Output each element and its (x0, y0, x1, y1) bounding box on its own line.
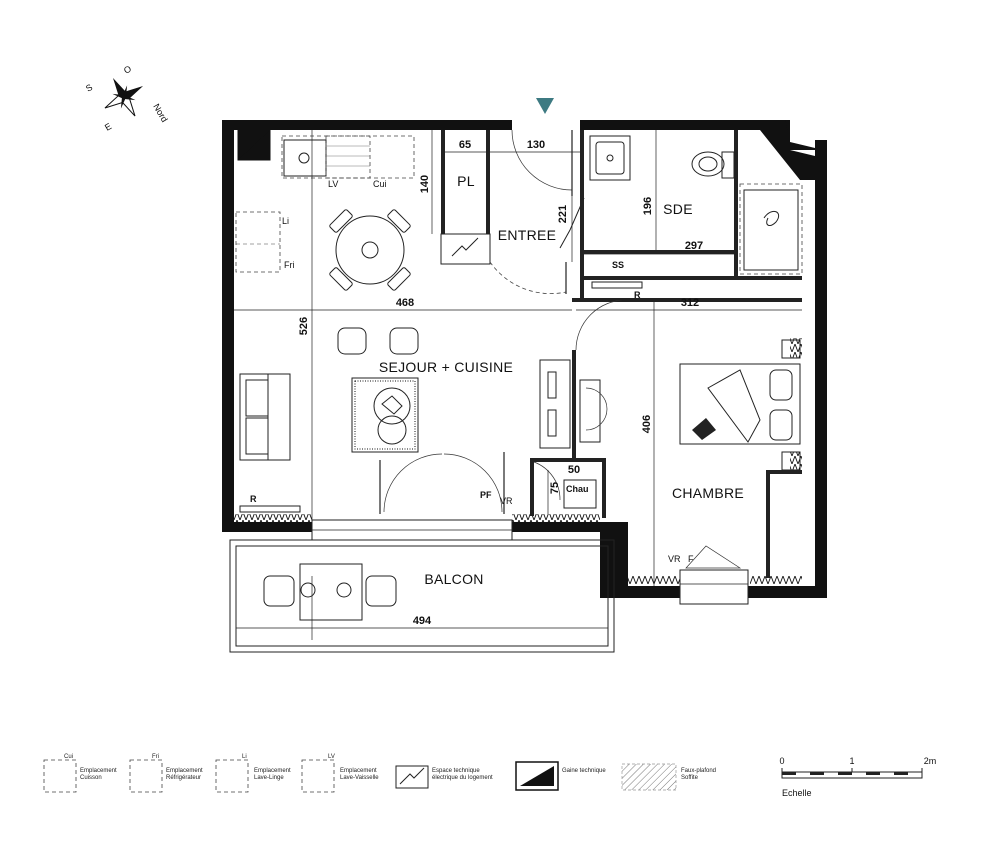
dim-494: 494 (413, 615, 432, 627)
dashed-box-icon (301, 759, 335, 793)
armchair-icon (389, 327, 419, 355)
legend-text: Emplacement (80, 768, 117, 774)
dim-406: 406 (641, 415, 653, 433)
room-pl: PL (457, 173, 475, 189)
legend-code-fri: Fri (152, 754, 159, 760)
windows (311, 519, 749, 605)
compass-o: O (122, 64, 133, 76)
label-f: F (688, 554, 694, 564)
scale-0: 0 (779, 756, 784, 766)
dim-312: 312 (681, 297, 699, 309)
dimension-lines (234, 130, 802, 640)
scale-1: 1 (849, 756, 854, 766)
label-r-living: R (250, 494, 257, 504)
scale-2m: 2m (924, 756, 937, 766)
legend-text: Emplacement (340, 768, 377, 774)
legend-code-li: Li (242, 754, 247, 760)
dashed-box-icon (129, 759, 163, 793)
dim-50: 50 (568, 464, 580, 476)
bathroom (589, 135, 803, 275)
legend-text: Espace technique (432, 768, 480, 774)
room-sde: SDE (663, 201, 693, 217)
wall-hatch (750, 576, 802, 584)
water-heater-icon (563, 479, 597, 509)
dashed-box-icon (215, 759, 249, 793)
rug-coffee-table (351, 377, 419, 453)
armchair-icon (337, 327, 367, 355)
radiator-icon (239, 505, 301, 513)
scale-bar: 0 1 2m Echelle (779, 756, 936, 798)
dim-140: 140 (419, 175, 431, 193)
interior-partitions (440, 130, 802, 578)
legend-text: Gaine technique (562, 768, 606, 774)
label-lv: LV (328, 179, 338, 189)
media-unit (539, 359, 608, 449)
dim-297: 297 (685, 240, 703, 252)
electrical-space-icon (395, 765, 429, 789)
dim-65: 65 (459, 139, 471, 151)
wall-hatch (234, 514, 312, 522)
dim-130: 130 (527, 139, 545, 151)
room-entree: ENTREE (498, 227, 557, 243)
label-vr-living: VR (500, 496, 513, 506)
room-balcon: BALCON (424, 571, 483, 587)
legend-text: électrique du logement (432, 775, 493, 781)
legend-code-cui: Cui (64, 754, 73, 760)
compass-e: E (103, 121, 113, 133)
legend-text: Emplacement (166, 768, 203, 774)
bed (679, 339, 801, 471)
entry-marker-icon (536, 98, 554, 114)
room-sejour-cuisine: SEJOUR + CUISINE (379, 359, 513, 375)
dim-196: 196 (642, 197, 654, 215)
dim-526: 526 (298, 317, 310, 335)
dim-468: 468 (396, 297, 414, 309)
doors (379, 129, 628, 514)
wall-hatch (790, 452, 802, 472)
legend-text: Soffite (681, 775, 699, 781)
dim-75: 75 (549, 482, 561, 494)
legend-text: Lave-Vaisselle (340, 775, 379, 781)
label-ss: SS (612, 260, 624, 270)
label-vr-bedroom: VR (668, 554, 681, 564)
legend: Cui Emplacement Cuisson Fri Emplacement … (43, 754, 716, 793)
dining-table (329, 209, 411, 291)
legend-code-lv: LV (328, 754, 335, 760)
wall-hatch (626, 576, 680, 584)
label-cui: Cui (373, 179, 387, 189)
wall-hatch (790, 338, 802, 358)
kitchen (235, 135, 415, 273)
balcony (229, 539, 615, 653)
label-li: Li (282, 216, 289, 226)
label-fri: Fri (284, 260, 295, 270)
sofa (239, 373, 291, 461)
legend-text: Lave-Linge (254, 775, 284, 781)
radiator-icon (591, 281, 643, 289)
label-pf: PF (480, 490, 492, 500)
wall-hatch (512, 514, 600, 522)
legend-text: Réfrigérateur (166, 775, 201, 781)
room-chambre: CHAMBRE (672, 485, 744, 501)
legend-text: Emplacement (254, 768, 291, 774)
compass: O S E Nord (84, 64, 170, 133)
compass-s: S (84, 82, 94, 94)
label-r-bedroom: R (634, 290, 641, 300)
legend-text: Cuisson (80, 775, 102, 781)
scale-caption: Echelle (782, 788, 812, 798)
false-ceiling-icon (621, 763, 677, 791)
technical-duct-icon (515, 761, 559, 791)
label-chau: Chau (566, 484, 589, 494)
compass-nord: Nord (151, 102, 169, 124)
legend-text: Faux-plafond (681, 768, 716, 774)
dim-221: 221 (557, 205, 569, 223)
dashed-box-icon (43, 759, 77, 793)
